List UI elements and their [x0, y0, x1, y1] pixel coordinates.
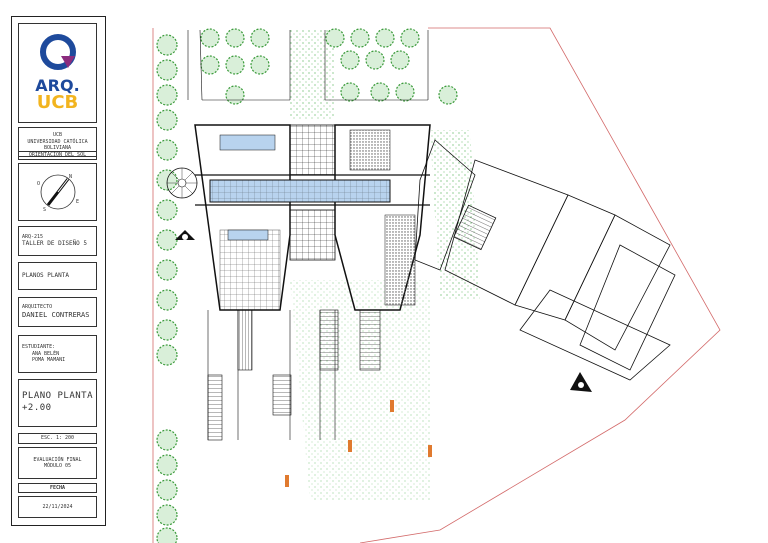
university-box: UCB UNIVERSIDAD CATÓLICA BOLIVIANA: [18, 127, 97, 157]
evaluation-text: EVALUACIÓN FINAL: [33, 456, 82, 463]
architect-box: ARQUITECTO DANIEL CONTRERAS: [18, 297, 97, 327]
student-label: ESTUDIANTE:: [22, 344, 56, 351]
logo-box: ARQ. UCB: [18, 23, 97, 123]
date-text: 22/11/2024: [42, 503, 73, 510]
tree-icon: [156, 59, 178, 81]
tree-icon: [200, 55, 220, 75]
tree-icon: [156, 429, 178, 451]
compass-icon: N S E O: [37, 174, 79, 213]
tree-icon: [250, 28, 270, 48]
tree-icon: [156, 289, 178, 311]
date-label: FECHA: [49, 484, 66, 491]
tree-row-top: [200, 28, 458, 105]
course-code: ARQ-215: [22, 233, 44, 240]
tree-icon: [438, 85, 458, 105]
logo-ucb-text: UCB: [36, 92, 79, 113]
tree-icon: [156, 454, 178, 476]
student-name-1: ANA BELÉN: [32, 350, 60, 357]
orientation-label-box: ORIENTACIÓN DEL SOL: [18, 151, 97, 160]
title-block: ARQ. UCB UCB UNIVERSIDAD CATÓLICA BOLIVI…: [11, 16, 106, 526]
plan-level: +2.00: [22, 403, 52, 413]
tree-icon: [156, 139, 178, 161]
tree-icon: [156, 84, 178, 106]
tree-icon: [400, 28, 420, 48]
section-marker-left: [175, 230, 195, 240]
ucb-logo-icon: [40, 34, 76, 70]
tree-icon: [250, 55, 270, 75]
module-text: MÓDULO 05: [43, 463, 72, 469]
annex-building: [414, 139, 676, 381]
scale-box: ESC. 1: 200: [18, 433, 97, 444]
tree-icon: [350, 28, 370, 48]
section-marker-right: [570, 372, 592, 392]
lower-stairs: [207, 309, 381, 441]
tree-icon: [340, 50, 360, 70]
compass-n-label: N: [69, 174, 72, 180]
architect-label: ARQUITECTO: [22, 304, 53, 311]
orientation-label: ORIENTACIÓN DEL SOL: [28, 152, 87, 159]
landscape-area-left: [290, 30, 335, 120]
student-name-2: POMA MAMANI: [32, 357, 66, 364]
site-boundary-right: [359, 27, 721, 543]
tree-icon: [375, 28, 395, 48]
tree-icon: [156, 504, 178, 526]
tree-icon: [156, 229, 178, 251]
spiral-staircase: [166, 167, 198, 199]
compass-e-label: E: [76, 199, 79, 205]
course-box: ARQ-215 TALLER DE DISEÑO 5: [18, 226, 97, 256]
date-box: 22/11/2024: [18, 496, 97, 518]
tree-icon: [325, 28, 345, 48]
tree-icon: [395, 82, 415, 102]
tree-icon: [340, 82, 360, 102]
tree-icon: [156, 34, 178, 56]
tree-icon: [156, 109, 178, 131]
tree-row-bottom-left: [156, 429, 178, 543]
plan-title-box: PLANO PLANTA +2.00: [18, 379, 97, 427]
course-name: TALLER DE DISEÑO 5: [22, 240, 88, 248]
evaluation-box: EVALUACIÓN FINAL MÓDULO 05: [18, 447, 97, 479]
tree-icon: [156, 319, 178, 341]
compass-w-label: O: [37, 181, 40, 187]
compass-s-label: S: [43, 207, 46, 213]
student-box: ESTUDIANTE: ANA BELÉN POMA MAMANI: [18, 335, 97, 373]
landscape-area-right: [430, 130, 480, 300]
scale-text: ESC. 1: 200: [40, 435, 75, 442]
tree-icon: [365, 50, 385, 70]
tree-icon: [156, 199, 178, 221]
tree-icon: [225, 85, 245, 105]
plan-title: PLANO PLANTA: [22, 391, 94, 402]
tree-row-left: [156, 34, 178, 366]
date-label-box: FECHA: [18, 483, 97, 493]
sheet-type-box: PLANOS PLANTA: [18, 262, 97, 290]
logo-arq-text: ARQ.: [35, 76, 80, 95]
main-building: [194, 124, 431, 311]
university-name: UNIVERSIDAD CATÓLICA: [27, 138, 88, 145]
tree-icon: [200, 28, 220, 48]
tree-icon: [225, 28, 245, 48]
floor-plan-drawing: [152, 27, 721, 543]
university-sub: BOLIVIANA: [43, 145, 72, 152]
tree-icon: [156, 344, 178, 366]
tree-icon: [390, 50, 410, 70]
tree-icon: [156, 527, 178, 543]
university-short: UCB: [52, 132, 63, 139]
sheet-type: PLANOS PLANTA: [22, 272, 69, 280]
compass-box: N S E O: [18, 163, 97, 221]
tree-icon: [156, 259, 178, 281]
architect-name: DANIEL CONTRERAS: [22, 310, 90, 319]
tree-icon: [370, 82, 390, 102]
tree-icon: [225, 55, 245, 75]
orange-level-marks: [285, 400, 432, 487]
tree-icon: [156, 479, 178, 501]
parking-lines-top: [187, 29, 429, 101]
